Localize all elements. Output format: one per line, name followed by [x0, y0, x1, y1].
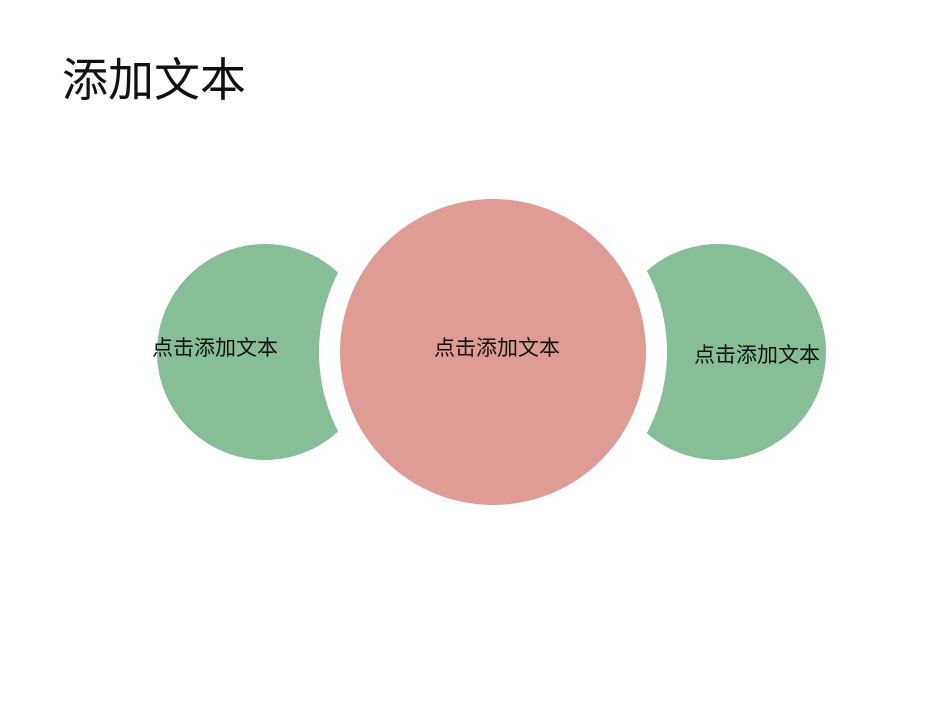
center-circle-label: 点击添加文本 — [434, 336, 560, 360]
right-circle[interactable] — [610, 244, 826, 460]
right-circle-label: 点击添加文本 — [694, 343, 820, 367]
left-circle[interactable] — [157, 244, 373, 460]
left-circle-label: 点击添加文本 — [152, 336, 278, 360]
center-circle[interactable] — [340, 199, 646, 505]
slide-title: 添加文本 — [62, 53, 246, 107]
